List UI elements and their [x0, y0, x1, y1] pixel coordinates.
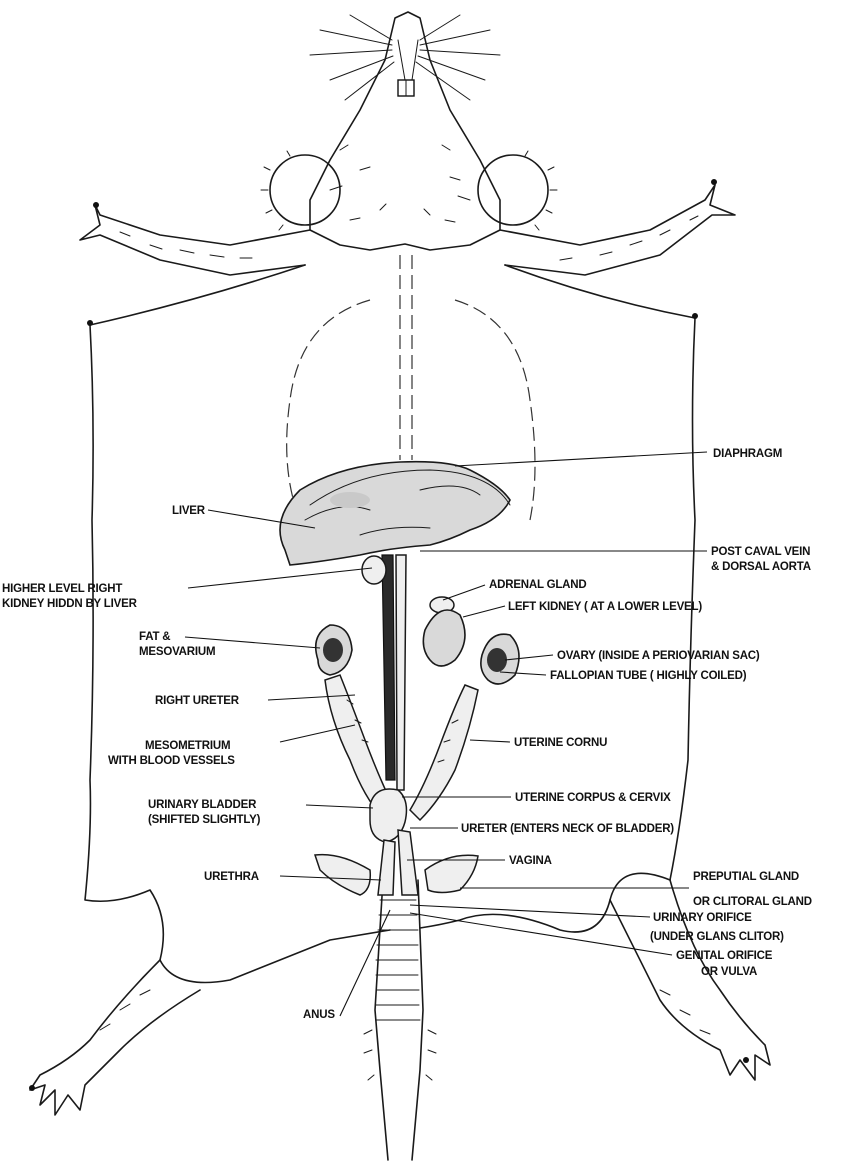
label-fat: FAT & — [139, 631, 170, 643]
label-post-caval-vein: POST CAVAL VEIN — [711, 546, 810, 558]
label-uterine-cornu: UTERINE CORNU — [514, 737, 607, 749]
label-preputial-gland: PREPUTIAL GLAND — [693, 871, 799, 883]
label-fallopian-tube: FALLOPIAN TUBE ( HIGHLY COILED) — [550, 670, 747, 682]
label-vagina: VAGINA — [509, 855, 552, 867]
label-ovary: OVARY (INSIDE A PERIOVARIAN SAC) — [557, 650, 760, 662]
ovaries — [316, 625, 519, 684]
label-mesometrium: MESOMETRIUM — [145, 740, 230, 752]
label-urethra: URETHRA — [204, 871, 259, 883]
label-mesovarium: MESOVARIUM — [139, 646, 215, 658]
label-under-glans-clitor: (UNDER GLANS CLITOR) — [650, 931, 784, 943]
label-genital-orifice: GENITAL ORIFICE — [676, 950, 773, 962]
label-clitoral-gland: OR CLITORAL GLAND — [693, 896, 812, 908]
label-right-ureter: RIGHT URETER — [155, 695, 240, 707]
liver — [280, 462, 510, 565]
label-dorsal-aorta: & DORSAL AORTA — [711, 561, 811, 573]
post-caval-vein-aorta — [382, 555, 406, 790]
rat-forelimbs — [80, 179, 735, 275]
label-anus: ANUS — [303, 1009, 335, 1021]
label-urinary-orifice: URINARY ORIFICE — [653, 912, 752, 924]
label-ureter-neck: URETER (ENTERS NECK OF BLADDER) — [461, 823, 674, 835]
label-liver: LIVER — [172, 505, 206, 517]
label-urinary-bladder: URINARY BLADDER — [148, 799, 257, 811]
label-left-kidney: LEFT KIDNEY ( AT A LOWER LEVEL) — [508, 601, 702, 613]
adrenal-and-kidneys — [362, 556, 465, 666]
label-kidney-hidden-by-liver: KIDNEY HIDDN BY LIVER — [2, 598, 138, 610]
rat-ears — [261, 151, 557, 230]
label-uterine-corpus-cervix: UTERINE CORPUS & CERVIX — [515, 792, 671, 804]
label-diaphragm: DIAPHRAGM — [713, 448, 782, 460]
label-shifted-slightly: (SHIFTED SLIGHTLY) — [148, 814, 261, 826]
label-with-blood-vessels: WITH BLOOD VESSELS — [108, 755, 235, 767]
label-higher-level-right-kidney: HIGHER LEVEL RIGHT — [2, 583, 122, 595]
label-adrenal-gland: ADRENAL GLAND — [489, 579, 587, 591]
label-vulva: OR VULVA — [701, 966, 757, 978]
rat-tail — [364, 880, 436, 1160]
vagina-urethra — [378, 830, 418, 895]
preputial-glands — [315, 855, 478, 895]
rat-head — [310, 12, 500, 250]
